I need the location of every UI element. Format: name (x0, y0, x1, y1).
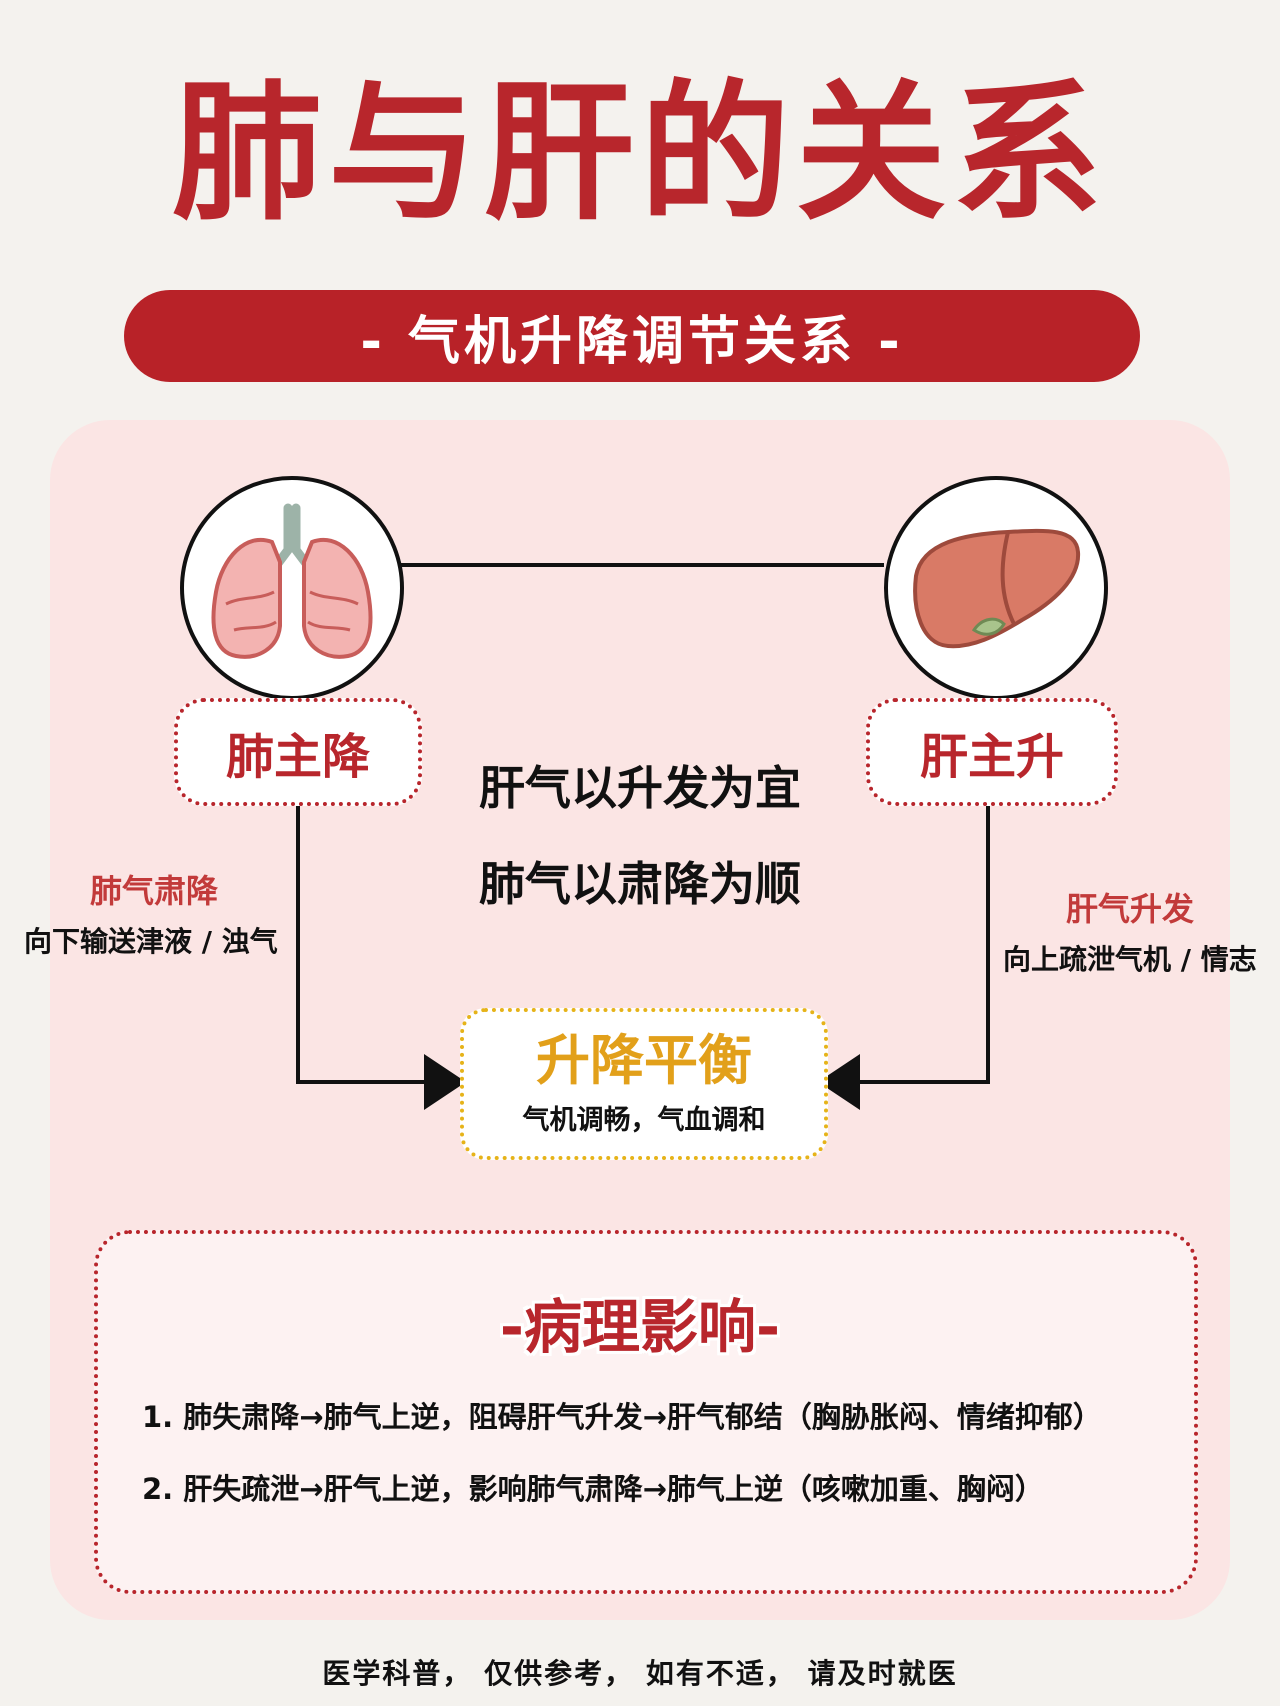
footer-disclaimer: 医学科普， 仅供参考， 如有不适， 请及时就医 (322, 1657, 958, 1690)
pathology-box (94, 1230, 1198, 1594)
pathology-item: 1. 肺失肃降→肺气上逆，阻碍肝气升发→肝气郁结（胸胁胀闷、情绪抑郁） (142, 1400, 1102, 1434)
lung-label: 肺主降 (225, 729, 370, 785)
liver-side-title: 肝气升发 (1066, 890, 1195, 928)
right-connector-line (856, 800, 990, 1084)
lungs-icon (180, 476, 404, 700)
pathology-heading: -病理影响- (499, 1293, 781, 1361)
lung-label-box: 肺主降 (174, 698, 422, 806)
lung-side-desc: 向下输送津液 / 浊气 (24, 925, 278, 958)
center-text-line-1: 肝气以升发为宜 (479, 761, 801, 815)
balance-box: 升降平衡 气机调畅，气血调和 (460, 1008, 828, 1160)
liver-side-desc: 向上疏泄气机 / 情志 (1003, 943, 1257, 976)
pathology-item: 2. 肝失疏泄→肝气上逆，影响肺气肃降→肺气上逆（咳嗽加重、胸闷） (142, 1472, 1044, 1506)
liver-label-box: 肝主升 (866, 698, 1118, 806)
balance-title: 升降平衡 (536, 1028, 752, 1092)
right-arrowhead (818, 1054, 860, 1110)
liver-label: 肝主升 (919, 729, 1064, 785)
left-arrowhead (424, 1054, 466, 1110)
subtitle-banner: - 气机升降调节关系 - (124, 290, 1140, 382)
balance-desc: 气机调畅，气血调和 (522, 1105, 766, 1137)
lung-side-title: 肺气肃降 (90, 872, 219, 910)
center-text-line-2: 肺气以肃降为顺 (479, 857, 801, 911)
left-connector-line (296, 800, 430, 1084)
main-title: 肺与肝的关系 (171, 65, 1108, 241)
liver-icon (884, 476, 1108, 700)
